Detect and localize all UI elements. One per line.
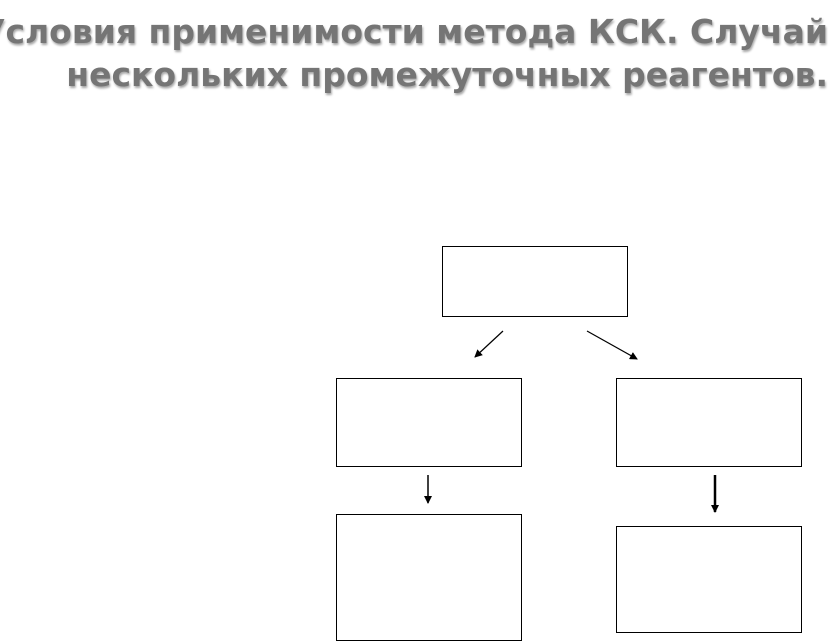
diagram-box-right-bottom: [616, 526, 802, 633]
arrow-top-to-left: [474, 330, 504, 358]
diagram-box-left-middle: [336, 378, 522, 467]
arrow-top-to-right: [586, 330, 638, 360]
diagram-box-top: [442, 246, 628, 317]
diagram-box-left-bottom: [336, 514, 522, 641]
slide-title-line-1: Условия применимости метода КСК. Случай: [0, 12, 828, 51]
diagram-box-right-middle: [616, 378, 802, 467]
slide-title-line-2: нескольких промежуточных реагентов.: [66, 55, 828, 94]
